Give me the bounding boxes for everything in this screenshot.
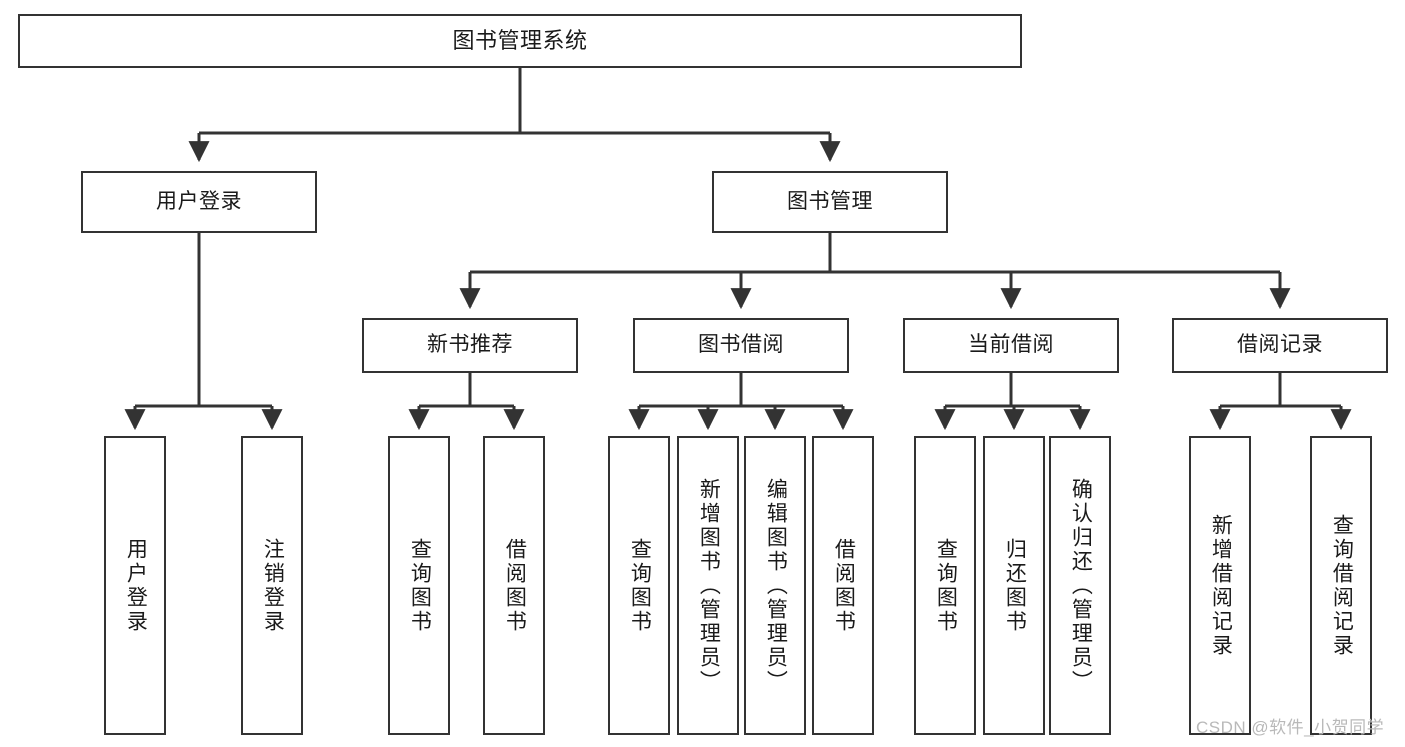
csdn-watermark: CSDN @软件_小贺同学	[1196, 718, 1385, 737]
node-leaf-confirm-return[interactable]: 确认归还（管理员）	[1049, 436, 1111, 735]
node-book-manage[interactable]: 图书管理	[712, 171, 948, 233]
node-leaf-return-book[interactable]: 归还图书	[983, 436, 1045, 735]
node-leaf-add-book[interactable]: 新增图书（管理员）	[677, 436, 739, 735]
node-leaf-borrow-book-2[interactable]: 借阅图书	[812, 436, 874, 735]
node-leaf-edit-book[interactable]: 编辑图书（管理员）	[744, 436, 806, 735]
node-leaf-query-borrow-record[interactable]: 查询借阅记录	[1310, 436, 1372, 735]
node-current-borrow[interactable]: 当前借阅	[903, 318, 1119, 373]
node-leaf-query-book-2[interactable]: 查询图书	[608, 436, 670, 735]
node-user-login[interactable]: 用户登录	[81, 171, 317, 233]
node-leaf-logout-login[interactable]: 注销登录	[241, 436, 303, 735]
node-root[interactable]: 图书管理系统	[18, 14, 1022, 68]
node-leaf-query-book-3[interactable]: 查询图书	[914, 436, 976, 735]
node-new-book-recommend[interactable]: 新书推荐	[362, 318, 578, 373]
node-leaf-add-borrow-record[interactable]: 新增借阅记录	[1189, 436, 1251, 735]
node-leaf-borrow-book-1[interactable]: 借阅图书	[483, 436, 545, 735]
node-leaf-query-book-1[interactable]: 查询图书	[388, 436, 450, 735]
node-borrow-record[interactable]: 借阅记录	[1172, 318, 1388, 373]
node-book-borrow[interactable]: 图书借阅	[633, 318, 849, 373]
node-leaf-user-login[interactable]: 用户登录	[104, 436, 166, 735]
